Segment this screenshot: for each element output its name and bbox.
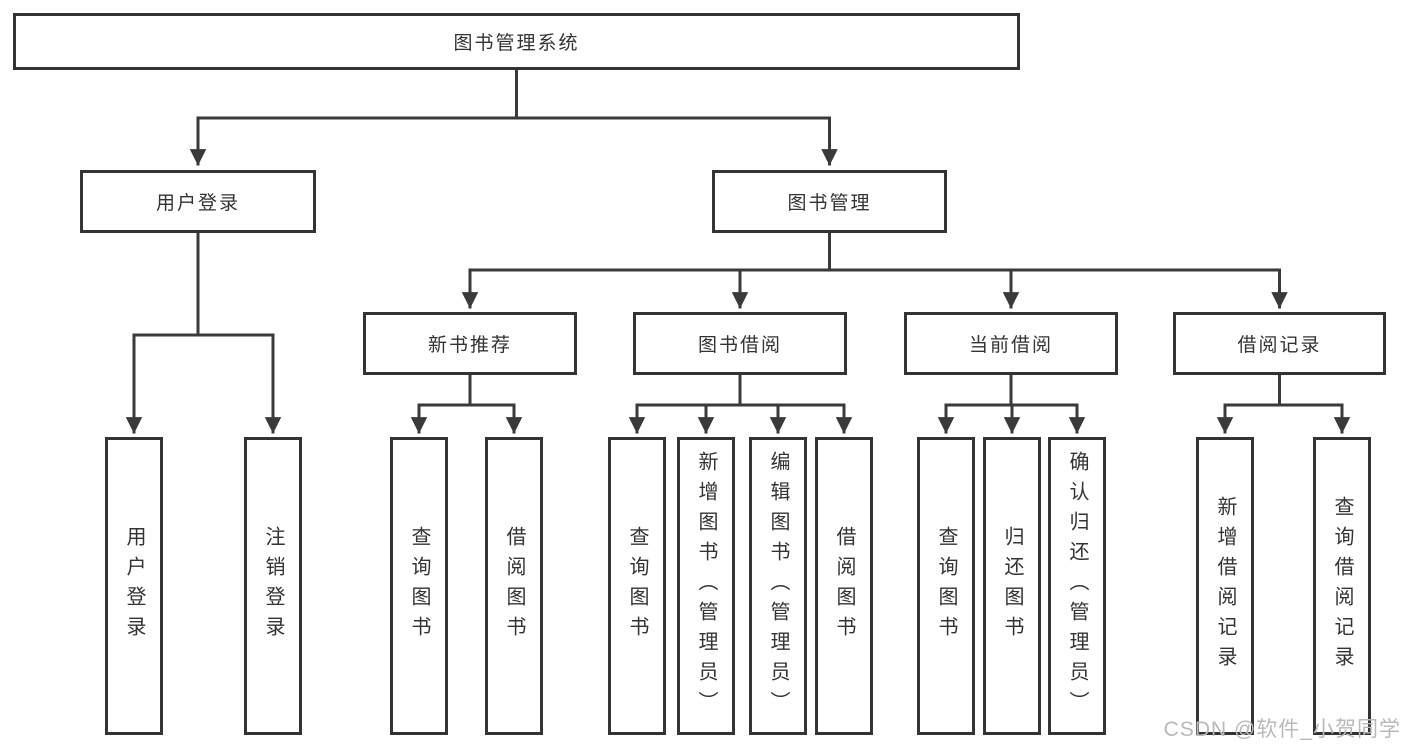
leaf-label: 查询图书	[935, 526, 957, 646]
leaf-query-books-borrow: 查询图书	[608, 437, 666, 735]
leaf-label: 确认归还（管理员）	[1066, 451, 1088, 721]
node-library-management-system: 图书管理系统	[13, 13, 1020, 70]
leaf-query-books-newrec: 查询图书	[390, 437, 448, 735]
leaf-label: 归还图书	[1001, 526, 1023, 646]
leaf-label: 查询借阅记录	[1331, 496, 1353, 676]
leaf-label: 新增图书（管理员）	[695, 451, 717, 721]
node-label: 图书管理系统	[453, 33, 580, 54]
leaf-label: 查询图书	[408, 526, 430, 646]
leaf-label: 用户登录	[123, 526, 145, 646]
leaf-label: 借阅图书	[503, 526, 525, 646]
node-label: 当前借阅	[968, 335, 1053, 356]
leaf-label: 新增借阅记录	[1214, 496, 1236, 676]
node-label: 图书管理	[787, 193, 872, 214]
leaf-return-books: 归还图书	[983, 437, 1041, 735]
leaf-user-login: 用户登录	[105, 437, 163, 735]
node-user-login: 用户登录	[80, 170, 316, 233]
node-label: 图书借阅	[697, 335, 782, 356]
node-label: 新书推荐	[427, 335, 512, 356]
node-label: 借阅记录	[1237, 335, 1322, 356]
node-new-book-recommendation: 新书推荐	[363, 312, 577, 375]
leaf-confirm-return-admin: 确认归还（管理员）	[1048, 437, 1106, 735]
watermark: CSDN @软件_小贺同学	[1163, 718, 1401, 741]
node-current-borrowing: 当前借阅	[904, 312, 1118, 375]
leaf-label: 编辑图书（管理员）	[767, 451, 789, 721]
leaf-label: 查询图书	[626, 526, 648, 646]
node-label: 用户登录	[155, 193, 240, 214]
node-book-management: 图书管理	[712, 170, 947, 233]
leaf-query-books-current: 查询图书	[917, 437, 975, 735]
leaf-label: 借阅图书	[833, 526, 855, 646]
leaf-add-borrow-record: 新增借阅记录	[1196, 437, 1254, 735]
leaf-logout: 注销登录	[244, 437, 302, 735]
leaf-borrow-books-newrec: 借阅图书	[485, 437, 543, 735]
leaf-borrow-books-borrow: 借阅图书	[815, 437, 873, 735]
leaf-edit-books-admin: 编辑图书（管理员）	[749, 437, 807, 735]
leaf-add-books-admin: 新增图书（管理员）	[677, 437, 735, 735]
node-borrowing-records: 借阅记录	[1173, 312, 1386, 375]
node-book-borrowing: 图书借阅	[633, 312, 847, 375]
leaf-label: 注销登录	[262, 526, 284, 646]
leaf-query-borrow-record: 查询借阅记录	[1313, 437, 1371, 735]
